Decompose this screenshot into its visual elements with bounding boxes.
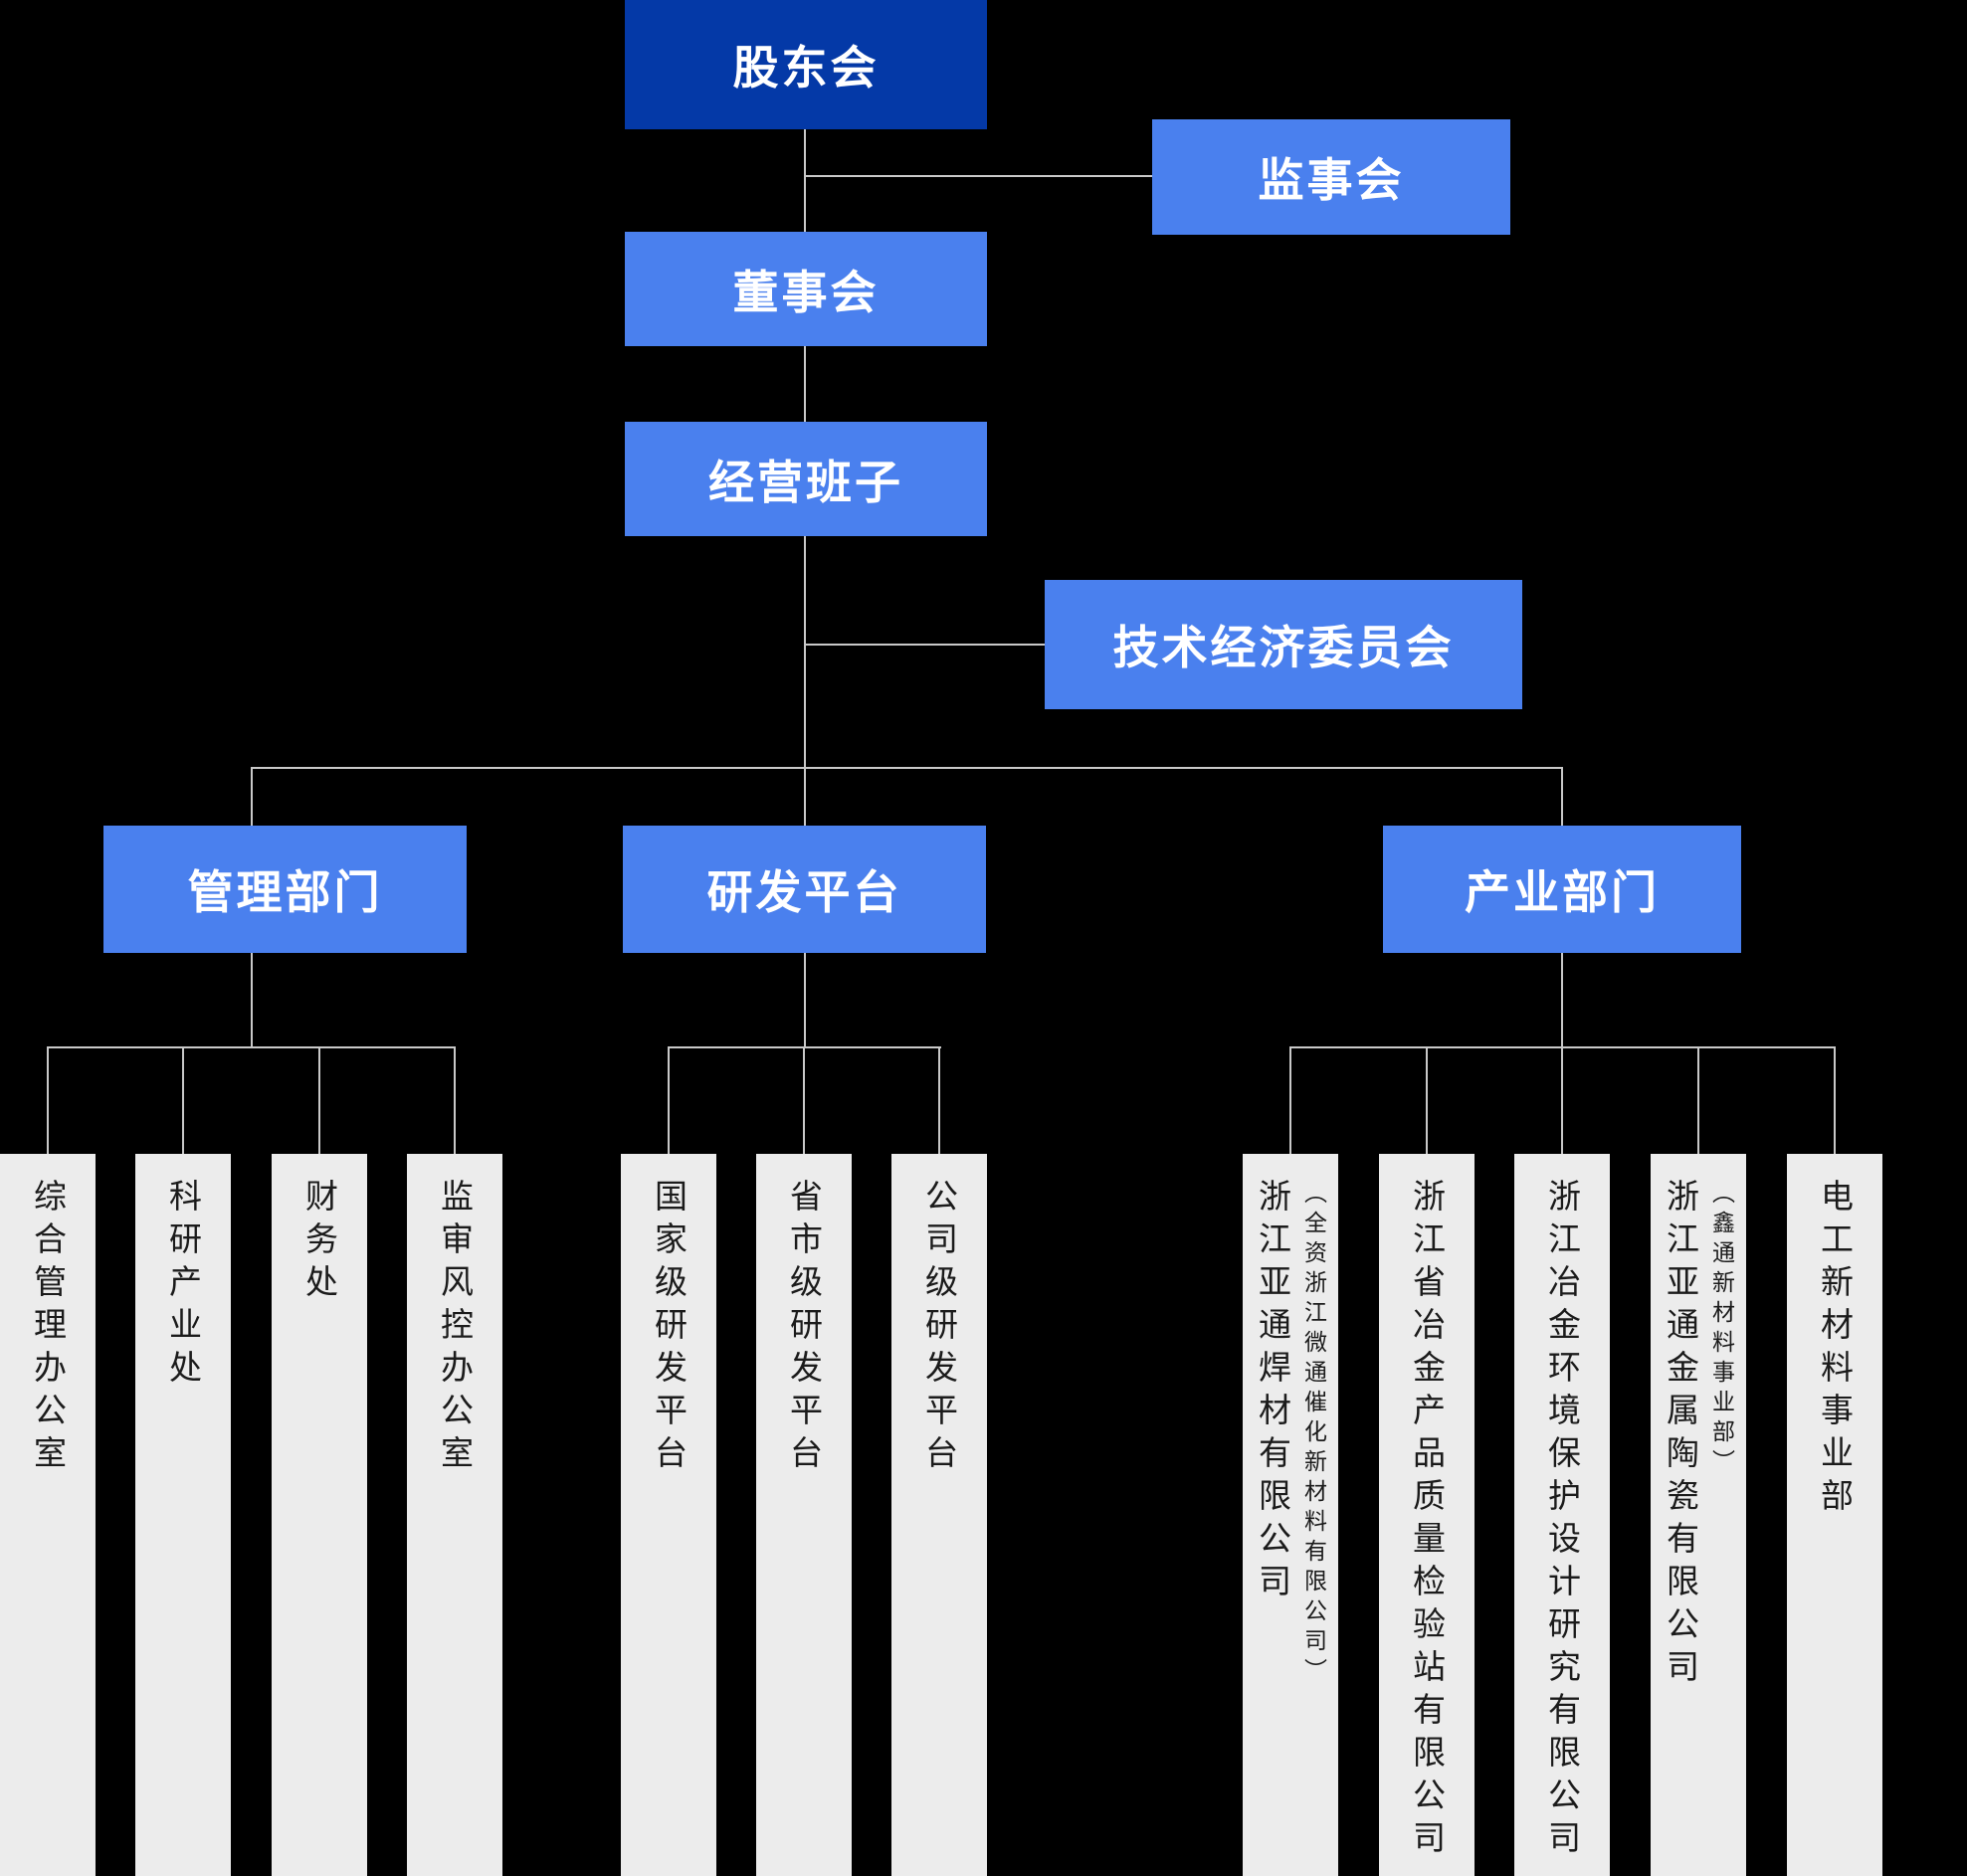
- leaf-label: 公司级研发平台: [920, 1179, 958, 1478]
- node-label: 监事会: [1258, 154, 1405, 206]
- node-board-of-directors: 董事会: [625, 232, 987, 346]
- leaf-provincial-rd-platform: 省市级研发平台: [756, 1154, 852, 1876]
- leaf-label: 电工新材料事业部: [1816, 1179, 1854, 1521]
- connector-drop-child: [182, 1046, 184, 1154]
- connector-drop-child: [47, 1046, 49, 1154]
- leaf-metallurgy-environment-design: 浙江冶金环境保护设计研究有限公司: [1514, 1154, 1610, 1876]
- leaf-sublabel: （全资浙江微通催化新材料有限公司）: [1300, 1181, 1327, 1688]
- node-label: 研发平台: [706, 866, 902, 918]
- connector-rdplatform-rail: [804, 953, 806, 1047]
- connector-drop-child: [1834, 1046, 1836, 1154]
- connector-drop-child: [938, 1046, 940, 1154]
- connector-drop-child: [803, 1046, 805, 1154]
- connector-drop-child: [1426, 1046, 1428, 1154]
- connector-shareholders-board: [804, 129, 806, 232]
- node-rd-platform: 研发平台: [623, 826, 986, 953]
- connector-managementdept-rail: [251, 953, 253, 1047]
- node-label: 产业部门: [1465, 866, 1660, 918]
- connector-drop-child: [318, 1046, 320, 1154]
- leaf-research-industry-office: 科研产业处: [135, 1154, 231, 1876]
- leaf-label: 浙江亚通金属陶瓷有限公司: [1662, 1179, 1699, 1692]
- leaf-yatong-cermet: 浙江亚通金属陶瓷有限公司 （鑫通新材料事业部）: [1651, 1154, 1746, 1876]
- connector-tech-committee-branch: [804, 644, 1045, 646]
- leaf-label: 科研产业处: [164, 1179, 202, 1393]
- connector-branch-rail: [251, 767, 1563, 769]
- leaf-national-rd-platform: 国家级研发平台: [621, 1154, 716, 1876]
- connector-drop-child: [1697, 1046, 1699, 1154]
- connector-management-downline: [804, 536, 806, 826]
- node-label: 技术经济委员会: [1112, 622, 1455, 673]
- leaf-sublabel: （鑫通新材料事业部）: [1708, 1181, 1735, 1479]
- leaf-yatong-welding: 浙江亚通焊材有限公司 （全资浙江微通催化新材料有限公司）: [1243, 1154, 1338, 1876]
- leaf-label: 省市级研发平台: [785, 1179, 823, 1478]
- node-label: 股东会: [732, 42, 880, 94]
- node-management-team: 经营班子: [625, 422, 987, 536]
- node-management-departments: 管理部门: [103, 826, 467, 953]
- connector-drop-management-dept: [251, 767, 253, 826]
- leaf-label: 财务处: [300, 1179, 338, 1307]
- leaf-label: 浙江亚通焊材有限公司: [1254, 1179, 1291, 1606]
- node-industry-departments: 产业部门: [1383, 826, 1741, 953]
- leaf-label: 国家级研发平台: [650, 1179, 688, 1478]
- leaf-metallurgy-quality-inspection: 浙江省冶金产品质量检验站有限公司: [1379, 1154, 1475, 1876]
- connector-drop-child: [1289, 1046, 1291, 1154]
- node-tech-econ-committee: 技术经济委员会: [1045, 580, 1522, 709]
- connector-drop-child: [454, 1046, 456, 1154]
- leaf-company-rd-platform: 公司级研发平台: [891, 1154, 987, 1876]
- leaf-label: 监审风控办公室: [436, 1179, 474, 1478]
- connector-drop-industry-dept: [1561, 767, 1563, 826]
- connector-supervisory-branch: [804, 175, 1152, 177]
- leaf-finance-office: 财务处: [272, 1154, 367, 1876]
- node-label: 董事会: [732, 266, 880, 318]
- node-label: 经营班子: [708, 456, 903, 508]
- connector-rail-management-children: [47, 1046, 456, 1048]
- node-shareholders-meeting: 股东会: [625, 0, 987, 129]
- node-label: 管理部门: [187, 866, 383, 918]
- connector-industrydept-rail: [1561, 953, 1563, 1047]
- connector-board-management: [804, 346, 806, 422]
- leaf-audit-risk-office: 监审风控办公室: [407, 1154, 502, 1876]
- connector-drop-child: [668, 1046, 670, 1154]
- leaf-general-management-office: 综合管理办公室: [0, 1154, 96, 1876]
- node-supervisory-board: 监事会: [1152, 119, 1510, 235]
- leaf-electrical-new-materials: 电工新材料事业部: [1787, 1154, 1882, 1876]
- leaf-label: 浙江冶金环境保护设计研究有限公司: [1543, 1179, 1581, 1863]
- leaf-label: 综合管理办公室: [29, 1179, 67, 1478]
- leaf-label: 浙江省冶金产品质量检验站有限公司: [1408, 1179, 1446, 1863]
- connector-drop-child: [1561, 1046, 1563, 1154]
